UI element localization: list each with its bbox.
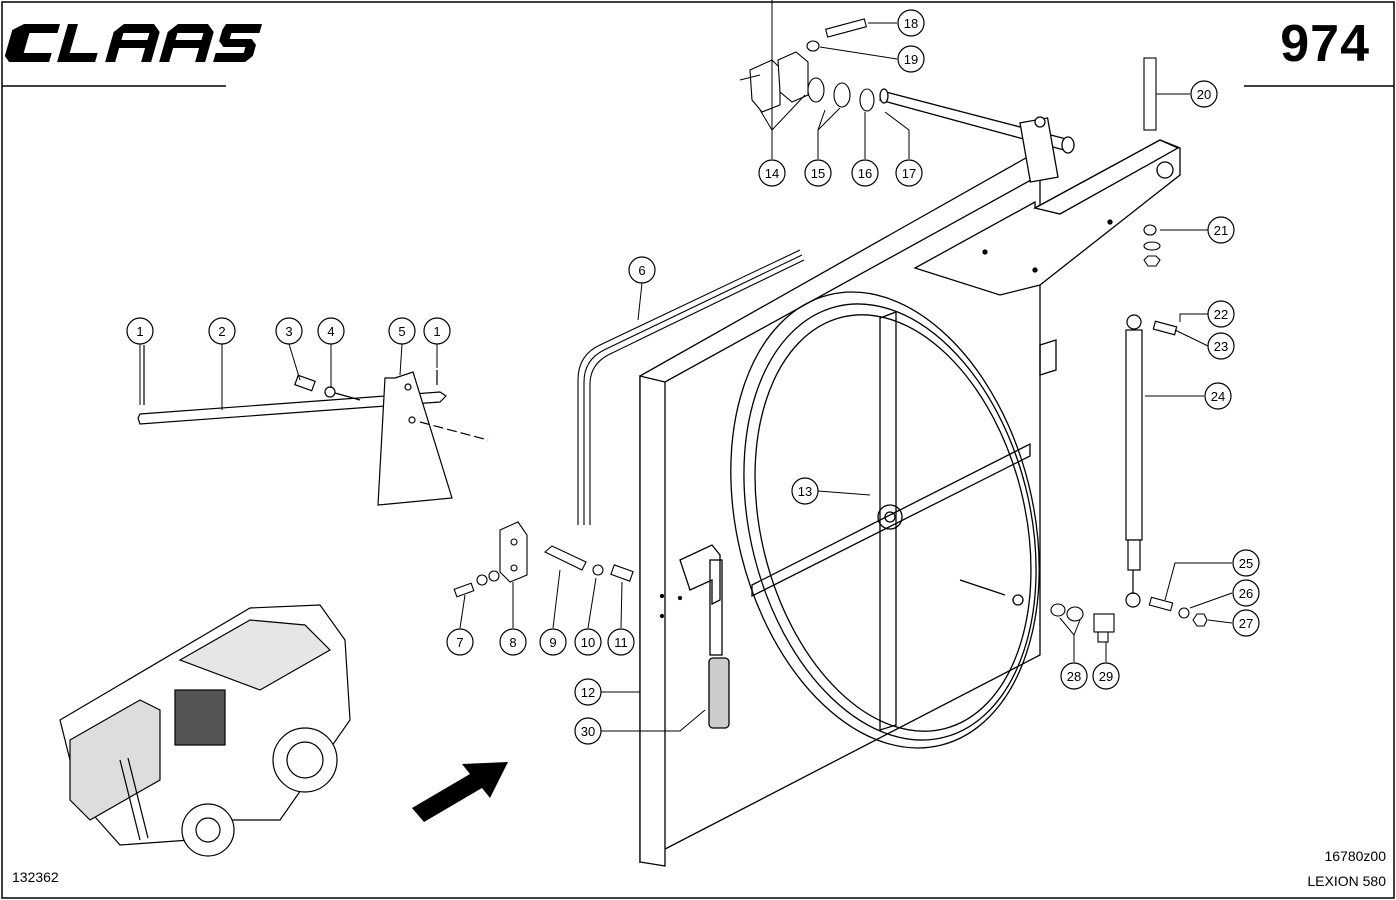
svg-text:6: 6 <box>638 263 645 278</box>
svg-text:7: 7 <box>456 635 463 650</box>
callout-26: 26 <box>1232 579 1260 607</box>
svg-text:8: 8 <box>509 635 516 650</box>
callout-17: 17 <box>895 159 923 187</box>
svg-text:28: 28 <box>1067 669 1081 684</box>
leader-lines <box>139 0 1233 732</box>
svg-text:19: 19 <box>904 52 918 67</box>
gas-strut <box>1125 314 1178 608</box>
callout-3: 3 <box>275 317 303 345</box>
callout-1: 1 <box>126 317 154 345</box>
callout-16: 16 <box>851 159 879 187</box>
callout-22: 22 <box>1207 300 1235 328</box>
callout-23: 23 <box>1207 332 1235 360</box>
callout-1b: 1 <box>423 317 451 345</box>
callout-24: 24 <box>1204 382 1232 410</box>
svg-text:14: 14 <box>765 166 779 181</box>
callout-27: 27 <box>1232 609 1260 637</box>
callout-21: 21 <box>1207 216 1235 244</box>
svg-text:12: 12 <box>581 685 595 700</box>
svg-text:24: 24 <box>1211 389 1225 404</box>
svg-text:1: 1 <box>433 324 440 339</box>
drawing-number: 132362 <box>12 869 59 885</box>
callout-9: 9 <box>539 628 567 656</box>
callout-7: 7 <box>446 628 474 656</box>
hardware-left <box>453 521 634 598</box>
svg-text:18: 18 <box>904 16 918 31</box>
svg-text:25: 25 <box>1239 556 1253 571</box>
svg-text:17: 17 <box>902 166 916 181</box>
callout-20: 20 <box>1190 80 1218 108</box>
svg-text:29: 29 <box>1099 669 1113 684</box>
svg-text:15: 15 <box>811 166 825 181</box>
callout-8: 8 <box>499 628 527 656</box>
callout-6: 6 <box>628 256 656 284</box>
callout-25: 25 <box>1232 549 1260 577</box>
hardware-right <box>1050 224 1208 643</box>
svg-text:27: 27 <box>1239 616 1253 631</box>
svg-text:20: 20 <box>1197 87 1211 102</box>
callout-12: 12 <box>574 678 602 706</box>
callout-18: 18 <box>897 9 925 37</box>
seal-strip <box>577 249 805 525</box>
callout-15: 15 <box>804 159 832 187</box>
callout-28: 28 <box>1060 662 1088 690</box>
svg-text:3: 3 <box>285 324 292 339</box>
svg-text:2: 2 <box>218 324 225 339</box>
callout-13: 13 <box>791 477 819 505</box>
page-number: 974 <box>1280 15 1370 73</box>
screen-frame <box>639 148 1057 867</box>
combine-harvester-icon <box>59 604 351 857</box>
svg-text:10: 10 <box>581 635 595 650</box>
rod-assembly <box>137 345 489 506</box>
callout-14: 14 <box>758 159 786 187</box>
svg-text:9: 9 <box>549 635 556 650</box>
svg-text:11: 11 <box>614 635 628 650</box>
view-direction-arrow-icon <box>412 762 508 822</box>
claas-logo <box>4 24 262 62</box>
callout-30: 30 <box>574 717 602 745</box>
callout-11: 11 <box>607 628 635 656</box>
reference-code: 16780z00 <box>1324 848 1386 864</box>
callout-2: 2 <box>208 317 236 345</box>
svg-text:4: 4 <box>327 324 334 339</box>
svg-text:22: 22 <box>1214 307 1228 322</box>
model-name: LEXION 580 <box>1307 873 1386 889</box>
callout-29: 29 <box>1092 662 1120 690</box>
svg-text:5: 5 <box>398 324 405 339</box>
callout-10: 10 <box>574 628 602 656</box>
svg-text:1: 1 <box>136 324 143 339</box>
svg-text:13: 13 <box>798 484 812 499</box>
callout-bubbles: 1 2 3 4 5 1 6 7 8 9 10 11 12 13 14 15 16… <box>126 9 1260 745</box>
top-beam <box>878 88 1181 296</box>
svg-text:30: 30 <box>581 724 595 739</box>
svg-text:21: 21 <box>1214 223 1228 238</box>
callout-4: 4 <box>317 317 345 345</box>
svg-text:16: 16 <box>858 166 872 181</box>
callout-19: 19 <box>897 45 925 73</box>
svg-text:26: 26 <box>1239 586 1253 601</box>
callout-5: 5 <box>388 317 416 345</box>
svg-text:23: 23 <box>1214 339 1228 354</box>
